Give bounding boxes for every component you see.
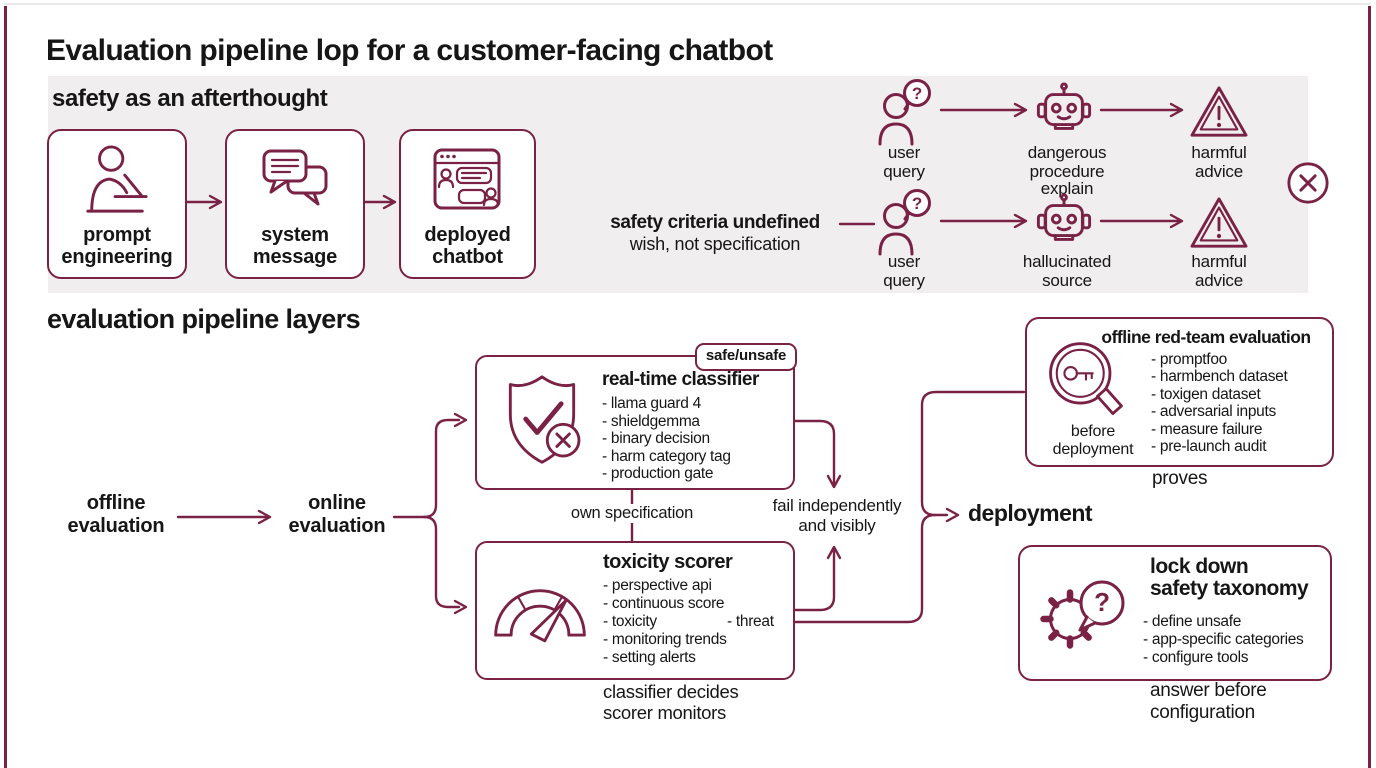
- taxonomy-items: - define unsafe - app-specific categorie…: [1143, 613, 1304, 667]
- taxonomy-title: lock down safety taxonomy: [1150, 555, 1309, 601]
- svg-text:?: ?: [1094, 587, 1110, 617]
- step-box-deployed-chatbot: deployed chatbot: [399, 129, 536, 279]
- scorer-note: classifier decides scorer monitors: [603, 681, 739, 724]
- chat-bubbles-icon: [262, 149, 328, 206]
- redteam-caption: before deployment: [1052, 423, 1134, 458]
- gauge-icon: [494, 589, 586, 643]
- list-item: - promptfoo: [1151, 351, 1227, 368]
- list-item: - harm category tag: [602, 447, 731, 465]
- classifier-title: real-time classifier: [602, 369, 759, 390]
- person-laptop-icon: [86, 145, 148, 213]
- step-label: prompt engineering: [61, 224, 173, 268]
- scorer-items: - perspective api - continuous score - t…: [603, 577, 727, 667]
- list-item: - continuous score: [603, 595, 725, 612]
- bracket-lower: [789, 513, 937, 624]
- shield-check-icon: [508, 375, 581, 464]
- list-item: - app-specific categories: [1143, 631, 1304, 648]
- browser-chat-icon: [433, 148, 501, 210]
- taxonomy-box: ? lock down safety taxonomy - define uns…: [1018, 545, 1332, 681]
- scorer-box: toxicity scorer - perspective api - cont…: [475, 541, 795, 680]
- safe-unsafe-tag: safe/unsafe: [695, 343, 797, 371]
- criteria-title: safety criteria undefined: [610, 212, 820, 233]
- left-border-line: [4, 6, 7, 768]
- redteam-title: offline red-team evaluation: [1101, 327, 1311, 347]
- list-item: - production gate: [602, 465, 714, 482]
- classifier-items: - llama guard 4 - shieldgemma - binary d…: [602, 395, 731, 483]
- layers-heading: evaluation pipeline layers: [47, 304, 361, 334]
- arrow-system-to-deployed: [363, 194, 397, 210]
- row1-outcome-label: dangerous procedure explain: [1027, 143, 1107, 198]
- circle-x-icon: [1287, 162, 1329, 204]
- row2-source-label: user query: [883, 252, 925, 290]
- warning-triangle-icon: [1190, 197, 1248, 248]
- robot-icon: [1036, 82, 1092, 130]
- arrow-classifier-to-fail: [789, 419, 842, 489]
- arrow-scorer-to-fail: [789, 545, 842, 612]
- arrow-offline-to-online: [176, 509, 272, 525]
- list-item: - monitoring trends: [603, 631, 727, 648]
- list-item: - shieldgemma: [602, 412, 700, 430]
- step-label: system message: [252, 224, 338, 268]
- list-item: - define unsafe: [1143, 613, 1242, 630]
- criteria-note: safety criteria undefined wish, not spec…: [592, 212, 838, 255]
- robot-icon: [1036, 193, 1092, 241]
- arrow-row2-bot-to-harm: [1099, 213, 1184, 229]
- redteam-note: proves: [1152, 468, 1208, 489]
- taxonomy-note: answer before configuration: [1150, 680, 1267, 724]
- scorer-title: toxicity scorer: [603, 551, 733, 573]
- row2-outcome-label: hallucinated source: [1022, 252, 1112, 290]
- deployment-label: deployment: [968, 500, 1093, 526]
- user-question-icon: ?: [878, 79, 931, 146]
- arrow-row1-bot-to-harm: [1099, 102, 1184, 118]
- bracket-upper: [920, 390, 1026, 517]
- right-border-line: [1368, 6, 1371, 768]
- own-specification-label: own specification: [557, 504, 707, 523]
- list-item: - harmbench dataset: [1151, 368, 1288, 386]
- svg-text:?: ?: [912, 84, 922, 103]
- scorer-item-threat: - threat: [727, 613, 774, 630]
- step-label: deployed chatbot: [424, 224, 511, 268]
- branch-to-scorer: [422, 515, 468, 615]
- step-box-system-message: system message: [225, 129, 365, 279]
- branch-to-classifier: [422, 412, 468, 519]
- list-item: - setting alerts: [603, 649, 696, 666]
- warning-triangle-icon: [1190, 86, 1248, 137]
- user-question-icon: ?: [878, 189, 931, 256]
- list-item: - adversarial inputs: [1151, 403, 1276, 421]
- criteria-sub: wish, not specification: [629, 234, 801, 254]
- list-item: - binary decision: [602, 430, 710, 447]
- redteam-items: - promptfoo - harmbench dataset - toxige…: [1151, 351, 1288, 456]
- gear-question-icon: ?: [1040, 580, 1125, 649]
- svg-text:?: ?: [912, 194, 922, 213]
- top-border-line: [4, 3, 1371, 5]
- magnifier-key-icon: [1049, 342, 1123, 416]
- row1-result-label: harmful advice: [1191, 143, 1247, 181]
- list-item: - llama guard 4: [602, 395, 701, 412]
- offline-evaluation-label: offline evaluation: [67, 492, 165, 537]
- redteam-box: offline red-team evaluation - promptfoo …: [1025, 317, 1334, 467]
- classifier-box: real-time classifier - llama guard 4 - s…: [475, 355, 795, 490]
- row1-source-label: user query: [883, 143, 925, 181]
- list-item: - measure failure: [1151, 420, 1263, 438]
- arrow-to-deployment: [945, 507, 960, 523]
- arrow-row1-user-to-bot: [939, 102, 1028, 118]
- arrow-prompt-to-system: [185, 194, 223, 210]
- list-item: - pre-launch audit: [1151, 438, 1267, 456]
- row2-result-label: harmful advice: [1191, 252, 1247, 290]
- list-item: - toxicity: [603, 613, 657, 630]
- list-item: - toxigen dataset: [1151, 385, 1261, 403]
- list-item: - configure tools: [1143, 649, 1249, 666]
- arrow-row2-user-to-bot: [939, 213, 1028, 229]
- step-box-prompt-engineering: prompt engineering: [47, 129, 187, 279]
- list-item: - perspective api: [603, 577, 712, 594]
- online-evaluation-label: online evaluation: [288, 492, 386, 537]
- afterthought-heading: safety as an afterthought: [52, 85, 328, 112]
- page-title: Evaluation pipeline lop for a customer-f…: [46, 34, 773, 67]
- fail-note: fail independently and visibly: [772, 496, 902, 535]
